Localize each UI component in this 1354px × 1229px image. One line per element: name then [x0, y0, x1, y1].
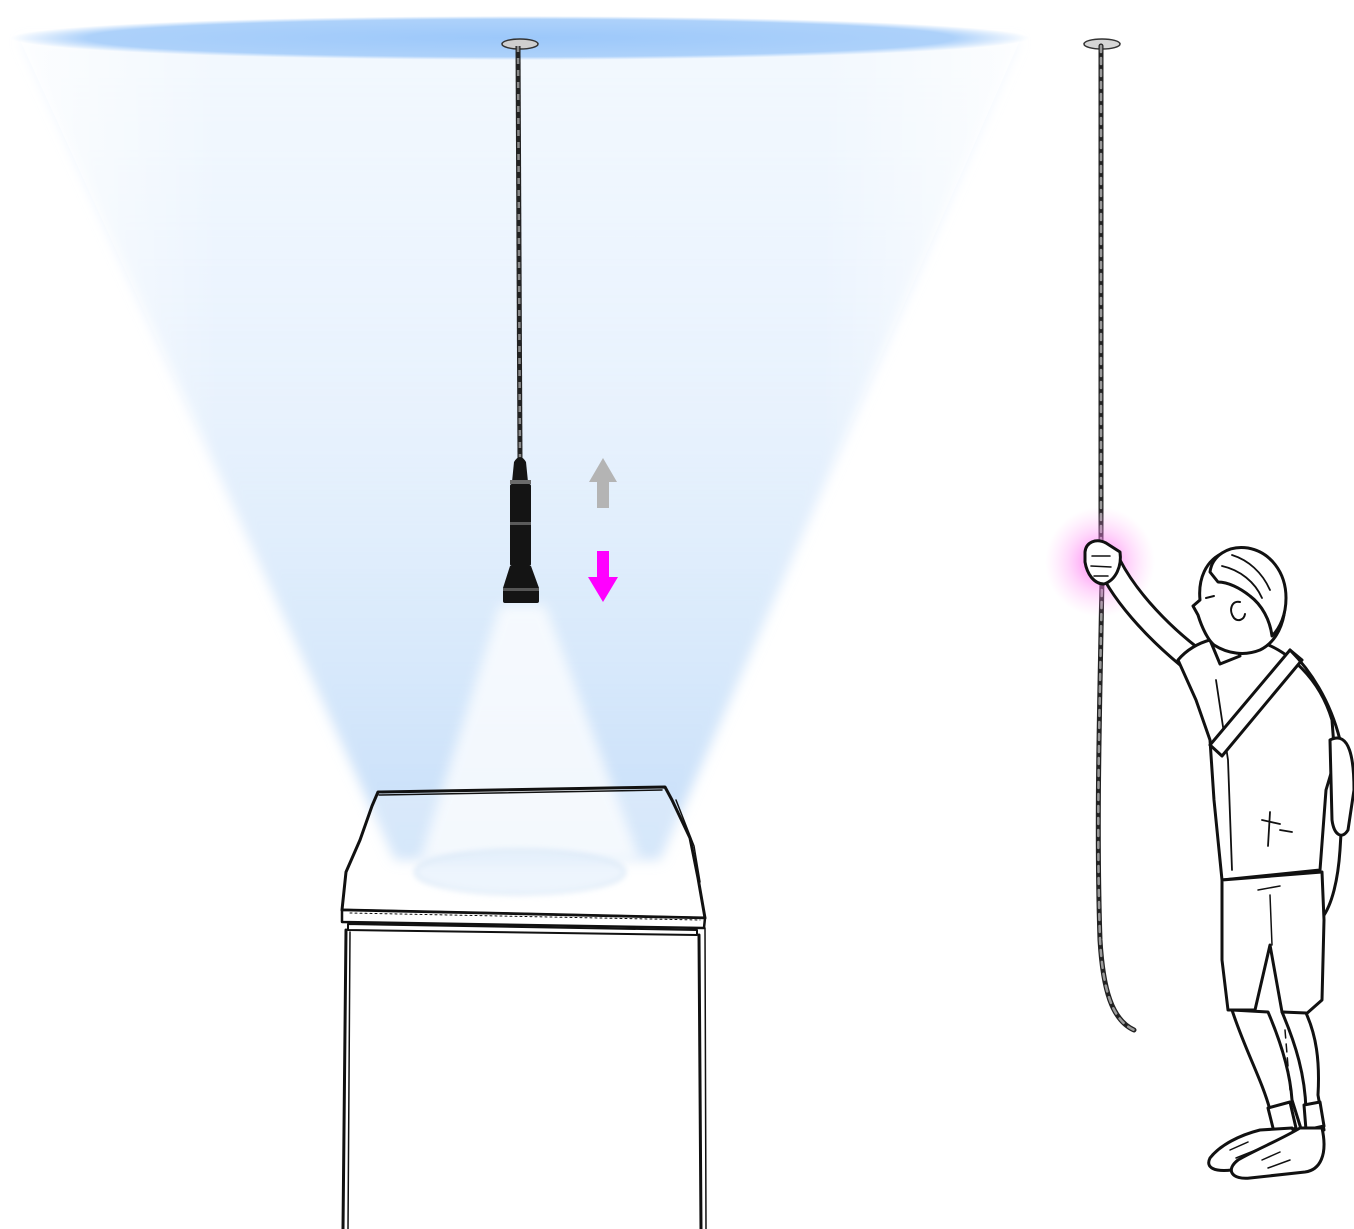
- left-rope: [518, 46, 520, 462]
- person-pulling-rope-icon: [1085, 541, 1354, 1178]
- table-box: [342, 787, 706, 1229]
